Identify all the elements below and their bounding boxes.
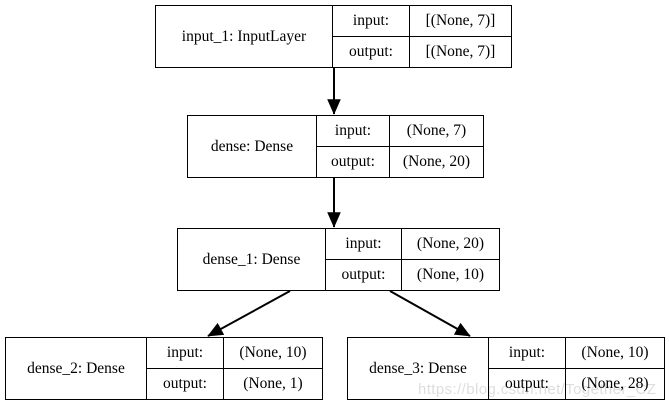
- node-shape-table-input_1: input: [(None, 7)] output: [(None, 7)]: [332, 6, 511, 67]
- row-label-input-dense_3: input:: [508, 343, 546, 361]
- row-shape-output-input_1: [(None, 7)]: [409, 36, 511, 67]
- node-row-input-dense_3: input: (None, 10): [489, 338, 664, 369]
- node-row-output-dense_3: output: (None, 28): [489, 368, 664, 399]
- row-label-input-dense_1: input:: [345, 234, 382, 252]
- row-label-output-dense_3: output:: [505, 374, 549, 392]
- graph-edges: [207, 68, 471, 337]
- row-shape-output-dense_3: (None, 28): [565, 368, 664, 399]
- row-shape-output-dense_2: (None, 1): [223, 368, 322, 399]
- node-row-input-dense_2: input: (None, 10): [147, 338, 322, 369]
- row-label-output-dense_2: output:: [163, 374, 207, 392]
- row-label-input-dense: input:: [334, 121, 372, 139]
- row-shape-input-dense_1: (None, 20): [401, 229, 499, 259]
- edge-dense_1-to-dense_2: [207, 290, 291, 337]
- node-label-dense_1: dense_1: Dense: [202, 250, 301, 268]
- row-shape-input-input_1: [(None, 7)]: [409, 6, 511, 36]
- node-row-output-input_1: output: [(None, 7)]: [333, 36, 511, 67]
- node-row-output-dense: output: (None, 20): [317, 146, 483, 177]
- graph-node-dense[interactable]: dense: Dense input: (None, 7) output: (None,…: [187, 115, 484, 178]
- row-shape-output-dense_1: (None, 10): [401, 259, 499, 290]
- row-label-input-input_1: input:: [352, 11, 390, 29]
- row-label-output-input_1: output:: [349, 42, 393, 60]
- node-shape-table-dense_2: input: (None, 10) output: (None, 1): [146, 338, 322, 399]
- node-label-dense_2: dense_2: Dense: [27, 359, 125, 377]
- node-row-input-dense_1: input: (None, 20): [326, 229, 499, 260]
- row-shape-input-dense: (None, 7): [389, 116, 483, 146]
- node-shape-table-dense_3: input: (None, 10) output: (None, 28): [488, 338, 664, 399]
- node-shape-table-dense: input: (None, 7) output: (None, 20): [316, 116, 483, 177]
- row-shape-input-dense_3: (None, 10): [565, 338, 664, 368]
- node-row-input-dense: input: (None, 7): [317, 116, 483, 147]
- node-label-dense_3: dense_3: Dense: [369, 359, 467, 377]
- node-row-output-dense_1: output: (None, 10): [326, 259, 499, 290]
- row-label-output-dense_1: output:: [341, 265, 386, 283]
- row-shape-input-dense_2: (None, 10): [223, 338, 322, 368]
- node-label-dense: dense: Dense: [210, 137, 294, 155]
- graph-node-dense_1[interactable]: dense_1: Dense input: (None, 20) output: (No…: [177, 228, 500, 291]
- row-shape-output-dense: (None, 20): [389, 146, 483, 177]
- node-row-input-input_1: input: [(None, 7)]: [333, 6, 511, 37]
- row-label-output-dense: output:: [331, 152, 375, 170]
- node-shape-table-dense_1: input: (None, 20) output: (None, 10): [325, 229, 499, 290]
- node-label-input_1: input_1: InputLayer: [181, 27, 307, 45]
- node-row-output-dense_2: output: (None, 1): [147, 368, 322, 399]
- edge-dense_1-to-dense_3: [389, 290, 471, 337]
- graph-node-dense_3[interactable]: dense_3: Dense input: (None, 10) output: (No…: [347, 337, 665, 400]
- graph-node-dense_2[interactable]: dense_2: Dense input: (None, 10) output: (No…: [5, 337, 323, 400]
- row-label-input-dense_2: input:: [166, 343, 204, 361]
